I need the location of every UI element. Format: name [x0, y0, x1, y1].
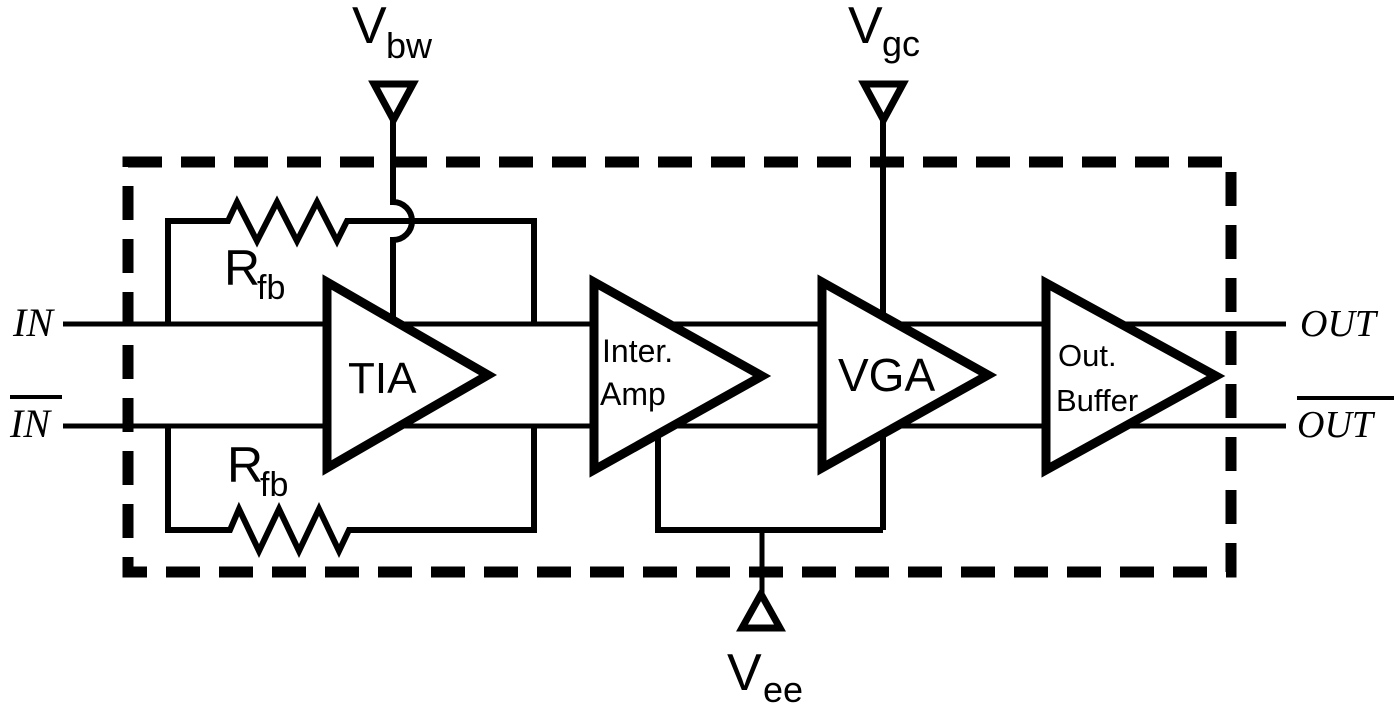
vgc-label-base: V — [848, 0, 883, 55]
in-port-label: IN — [12, 300, 55, 345]
inter-amp-stage-label-line1: Inter. — [602, 333, 673, 369]
out-bar-port-label: OUT — [1297, 404, 1376, 446]
vbw-terminal-icon — [368, 80, 419, 128]
vee-terminal-icon — [736, 586, 786, 632]
vgc-terminal-icon — [858, 80, 909, 128]
out-port-label: OUT — [1300, 303, 1379, 345]
vga-stage-label: VGA — [838, 349, 935, 401]
vbw-label-sub: bw — [386, 25, 433, 66]
vbw-label-base: V — [352, 0, 387, 55]
rfb-bottom-label-base: R — [227, 437, 263, 493]
vgc-label-sub: gc — [882, 23, 920, 64]
vee-label-base: V — [727, 644, 762, 702]
out-buffer-stage-label-line2: Buffer — [1056, 383, 1138, 418]
rfb-bottom-label-sub: fb — [260, 466, 288, 504]
vbw-wire-with-hop — [390, 112, 415, 332]
out-buffer-triangle — [1041, 275, 1226, 478]
in-bar-port-label: IN — [9, 401, 52, 446]
tia-stage-label: TIA — [348, 354, 417, 403]
vee-label-sub: ee — [763, 669, 803, 710]
inter-amp-triangle — [589, 274, 772, 478]
vee-rail — [655, 425, 883, 533]
out-buffer-stage-label-line1: Out. — [1058, 338, 1117, 373]
inter-amp-stage-label-line2: Amp — [600, 376, 666, 412]
chip-boundary-dashed-box — [122, 156, 1237, 578]
rfb-top-label-base: R — [224, 240, 260, 296]
rfb-top-label-sub: fb — [257, 269, 285, 307]
vga-triangle — [817, 274, 998, 476]
feedback-loop-bottom — [165, 426, 537, 558]
feedback-loop-top — [165, 195, 537, 324]
tia-triangle — [322, 274, 497, 476]
